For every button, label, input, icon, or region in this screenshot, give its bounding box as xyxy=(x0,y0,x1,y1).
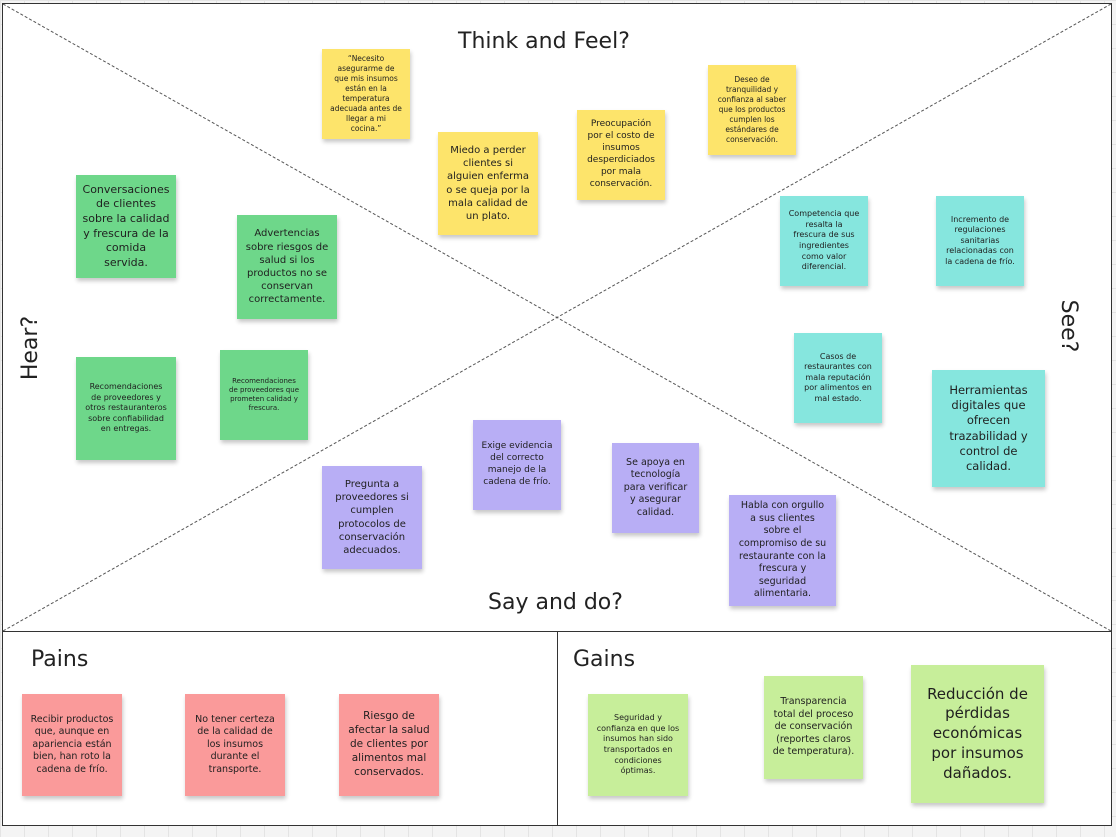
sticky-note-gain-1[interactable]: Seguridad y confianza en que los insumos… xyxy=(588,694,688,796)
note-text: No tener certeza de la calidad de los in… xyxy=(195,713,275,775)
hear-label: Hear? xyxy=(18,315,43,381)
note-text: Recomendaciones de proveedores que prome… xyxy=(229,376,299,413)
note-text: Miedo a perder clientes si alguien enfer… xyxy=(446,144,530,222)
note-text: Conversaciones de clientes sobre la cali… xyxy=(82,182,170,269)
note-text: Recomendaciones de proveedores y otros r… xyxy=(85,382,167,434)
sticky-note-hear-1[interactable]: Conversaciones de clientes sobre la cali… xyxy=(76,175,176,278)
note-text: Casos de restaurantes con mala reputació… xyxy=(804,351,872,403)
sticky-note-say-3[interactable]: Pregunta a proveedores si cumplen protoc… xyxy=(322,466,422,569)
sticky-note-see-2[interactable]: Incremento de regulaciones sanitarias re… xyxy=(936,196,1024,286)
sticky-note-hear-3[interactable]: Recomendaciones de proveedores y otros r… xyxy=(76,357,176,460)
note-text: Reducción de pérdidas económicas por ins… xyxy=(927,684,1028,782)
pains-label: Pains xyxy=(31,647,89,672)
sticky-note-hear-2[interactable]: Advertencias sobre riesgos de salud si l… xyxy=(237,215,337,319)
note-text: Habla con orgullo a sus clientes sobre e… xyxy=(738,500,827,600)
see-label: See? xyxy=(1056,299,1081,353)
note-text: Incremento de regulaciones sanitarias re… xyxy=(945,214,1015,266)
sticky-note-say-2[interactable]: Se apoya en tecnología para verificar y … xyxy=(612,443,699,533)
think-and-feel-label: Think and Feel? xyxy=(458,29,630,54)
say-and-do-label: Say and do? xyxy=(488,590,623,615)
sticky-note-see-4[interactable]: Herramientas digitales que ofrecen traza… xyxy=(932,370,1045,487)
gains-label: Gains xyxy=(573,647,636,672)
note-text: Herramientas digitales que ofrecen traza… xyxy=(949,382,1028,473)
note-text: Riesgo de afectar la salud de clientes p… xyxy=(348,710,430,778)
sticky-note-gain-2[interactable]: Transparencia total del proceso de conse… xyxy=(764,676,863,779)
note-text: Pregunta a proveedores si cumplen protoc… xyxy=(335,478,409,556)
sticky-note-pain-1[interactable]: Recibir productos que, aunque en aparien… xyxy=(22,694,122,796)
sticky-note-think-1[interactable]: “Necesito asegurarme de que mis insumos … xyxy=(322,49,410,139)
note-text: Preocupación por el costo de insumos des… xyxy=(587,119,655,189)
sticky-note-think-4[interactable]: Deseo de tranquilidad y confianza al sab… xyxy=(708,65,796,155)
note-text: Advertencias sobre riesgos de salud si l… xyxy=(245,228,329,306)
note-text: Recibir productos que, aunque en aparien… xyxy=(30,713,114,775)
quadrant-diagonals xyxy=(3,4,1111,631)
sticky-note-pain-3[interactable]: Riesgo de afectar la salud de clientes p… xyxy=(339,694,439,796)
sticky-note-hear-4[interactable]: Recomendaciones de proveedores que prome… xyxy=(220,350,308,440)
sticky-note-gain-3[interactable]: Reducción de pérdidas económicas por ins… xyxy=(911,665,1044,803)
sticky-note-say-1[interactable]: Exige evidencia del correcto manejo de l… xyxy=(473,420,561,510)
note-text: Se apoya en tecnología para verificar y … xyxy=(623,456,688,518)
sticky-note-think-3[interactable]: Preocupación por el costo de insumos des… xyxy=(577,110,665,200)
sticky-note-say-4[interactable]: Habla con orgullo a sus clientes sobre e… xyxy=(729,495,836,606)
sticky-note-see-3[interactable]: Casos de restaurantes con mala reputació… xyxy=(794,333,882,423)
note-text: Transparencia total del proceso de conse… xyxy=(772,696,855,758)
note-text: Exige evidencia del correcto manejo de l… xyxy=(481,441,553,487)
sticky-note-think-2[interactable]: Miedo a perder clientes si alguien enfer… xyxy=(438,132,538,235)
sticky-note-pain-2[interactable]: No tener certeza de la calidad de los in… xyxy=(185,694,285,796)
note-text: Deseo de tranquilidad y confianza al sab… xyxy=(717,75,787,144)
empathy-map-board xyxy=(2,3,1112,632)
note-text: Competencia que resalta la frescura de s… xyxy=(788,209,860,272)
note-text: “Necesito asegurarme de que mis insumos … xyxy=(330,54,402,133)
diagonal-line-2 xyxy=(3,4,1111,631)
note-text: Seguridad y confianza en que los insumos… xyxy=(596,713,680,776)
sticky-note-see-1[interactable]: Competencia que resalta la frescura de s… xyxy=(780,196,868,286)
